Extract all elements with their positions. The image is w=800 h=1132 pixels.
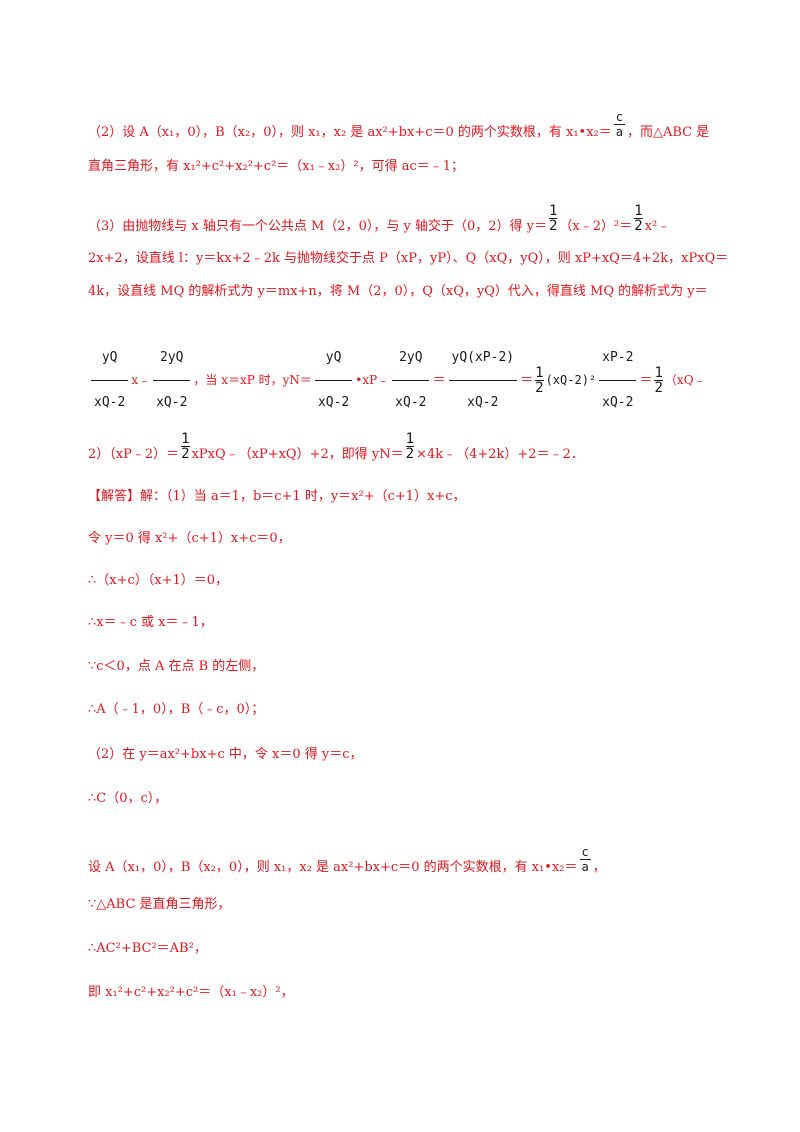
answer-line10: ∵△ABC 是直角三角形， [88,897,231,912]
frac-den: a [581,860,589,874]
fraction-xp2-over-xq2: xP-2 xQ-2 [599,338,637,423]
answer-line7: （2）在 y＝ax²+bx+c 中，令 x＝0 得 y＝c， [88,747,363,762]
part2-line1: （2）设 A（x₁，0），B（x₂，0），则 x₁，x₂ 是 ax²+bx+c＝… [88,110,730,147]
part2-line2: 直角三角形，有 x₁²+c²+x₂²+c²＝（x₁﹣x₂）²，可得 ac＝﹣1； [88,159,465,174]
frac-den: xQ-2 [395,395,427,410]
text: xPxQ﹣（xP+xQ）+2，即得 yN＝ [191,447,404,462]
answer-line12: 即 x₁²+c²+x₂²+c²＝（x₁﹣x₂）²， [88,985,294,1000]
answer-line3: ∴（x+c）（x+1）＝0， [88,573,229,588]
text: ，而△ABC 是 [627,125,710,140]
text: x﹣ [131,373,151,387]
half-den: 2 [548,218,558,234]
frac-num: yQ(xP-2) [448,338,518,381]
frac-den: xQ-2 [317,395,350,410]
answer-line1: 【解答】解：（1）当 a＝1，b＝c+1 时，y＝x²+（c+1）x+c， [88,488,730,506]
text: ， [592,860,606,875]
part3-line3: 4k，设直线 MQ 的解析式为 y＝mx+n，将 M（2，0），Q（xQ，yQ）… [88,284,708,299]
frac-den: xQ-2 [94,395,126,410]
half-num: 1 [181,431,190,447]
half-den: 2 [535,380,544,396]
frac-den: xQ-2 [602,395,634,410]
text: （2）设 A（x₁，0），B（x₂，0），则 x₁，x₂ 是 ax²+bx+c＝… [88,125,612,140]
text: ＝ [639,373,653,388]
answer-line4: ∴x＝﹣c 或 x＝﹣1， [88,615,213,630]
part3-line2: 2x+2，设直线 l：y＝kx+2﹣2k 与抛物线交于点 P（xP，yP）、Q（… [88,251,729,266]
text: 2）（xP﹣2）＝ [88,447,180,462]
frac-den: xQ-2 [467,395,499,410]
fraction-yq-over-xq2: yQ xQ-2 [314,338,353,423]
fraction-yq-over-xq2: yQ xQ-2 [91,338,129,423]
half-num: 1 [405,431,415,447]
half-den: 2 [654,380,663,396]
half-den: 2 [181,446,190,462]
frac-num: yQ [314,338,353,381]
text: （x﹣2）²＝ [559,219,633,234]
half-den: 2 [405,446,415,462]
half-num: 1 [654,365,663,381]
frac-num: c [579,845,591,860]
answer-line5: ∵c＜0，点 A 在点 B 的左侧， [88,659,265,674]
half-num: 1 [548,203,558,219]
frac-den: a [615,125,623,139]
answer-line11: ∴AC²+BC²＝AB²， [88,941,207,956]
answer-label: 【解答】 [88,489,141,504]
text: ＝ [520,373,534,388]
frac-num: 2yQ [153,338,191,381]
fraction-yq-xp2-over-xq2: yQ(xP-2) xQ-2 [448,338,518,423]
answer-line6: ∴A（﹣1，0），B（﹣c，0）； [88,702,265,717]
text: （xQ﹣ [664,373,706,387]
frac-num: c [613,110,625,125]
text: （3）由抛物线与 x 轴只有一个公共点 M（2，0），与 y 轴交于（0，2）得… [88,219,547,234]
text: ＝ [432,373,446,388]
text: •xP﹣ [355,373,390,387]
frac-den: xQ-2 [156,395,188,410]
half-den: 2 [634,218,643,234]
answer-line9: 设 A（x₁，0），B（x₂，0），则 x₁，x₂ 是 ax²+bx+c＝0 的… [88,845,730,882]
answer-line8: ∴C（0，c）， [88,791,168,806]
half-num: 1 [535,365,544,381]
half-num: 1 [634,203,643,219]
fraction-2yq-over-xq2: 2yQ xQ-2 [392,338,430,423]
answer-line2: 令 y＝0 得 x²+（c+1）x+c＝0， [88,531,291,546]
text: 设 A（x₁，0），B（x₂，0），则 x₁，x₂ 是 ax²+bx+c＝0 的… [88,860,578,875]
part3-line1: （3）由抛物线与 x 轴只有一个公共点 M（2，0），与 y 轴交于（0，2）得… [88,204,730,241]
text: 解：（1）当 a＝1，b＝c+1 时，y＝x²+（c+1）x+c， [140,489,466,504]
fraction-2yq-over-xq2: 2yQ xQ-2 [153,338,191,423]
frac-num: yQ [91,338,129,381]
frac-num: xP-2 [599,338,637,381]
text: x²﹣ [644,219,671,234]
text: ，当 x＝xP 时，yN＝ [193,373,312,387]
frac-num: 2yQ [392,338,430,381]
text: (xQ-2)² [545,373,597,387]
text: ×4k﹣（4+2k）+2＝﹣2． [416,447,584,462]
